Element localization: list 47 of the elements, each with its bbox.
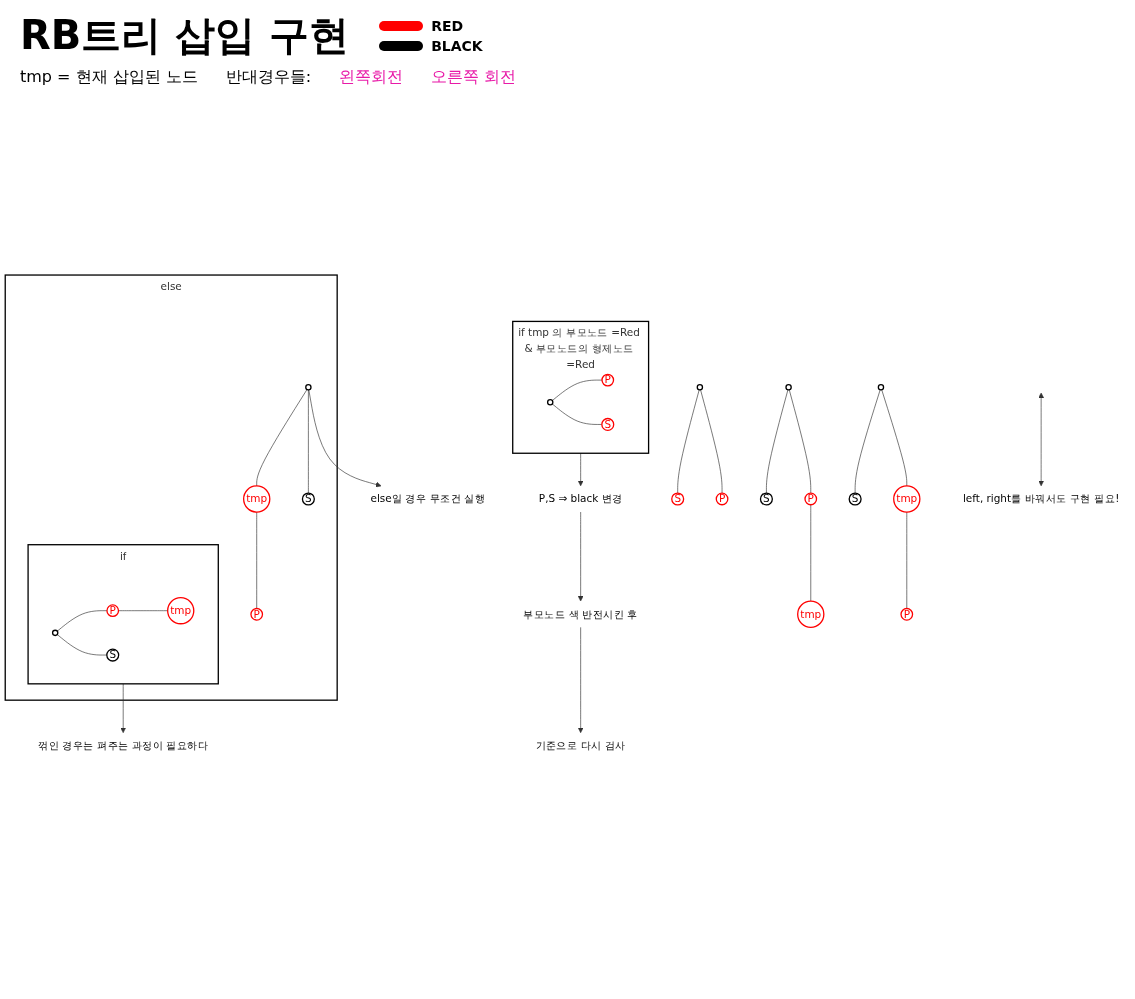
connector [551, 403, 603, 425]
node-circle: S [671, 492, 685, 506]
node-circle: P [715, 492, 729, 506]
node-circle: tmp [243, 485, 271, 513]
node-circle: S [106, 648, 120, 662]
node-circle: P [900, 607, 914, 621]
node-circle: S [601, 417, 615, 432]
connector [256, 389, 308, 487]
node-text: 부모노드 색 반전시킨 후 [523, 607, 638, 621]
note-text: 왼쪽회전 [339, 67, 404, 88]
note-text: 오른쪽 회전 [431, 67, 517, 88]
connector [308, 389, 309, 494]
legend-text: BLACK [431, 37, 483, 54]
legend-text: RED [431, 17, 464, 34]
connector [766, 389, 789, 494]
node-circle [785, 384, 792, 391]
node-circle [696, 384, 704, 391]
node-circle: tmp [893, 485, 921, 513]
node-text: left, right를 바꿔서도 구현 필요! [962, 492, 1120, 505]
node-text: P,S ⇒ black 변경 [538, 492, 623, 505]
note-text: tmp = 현재 삽입된 노드 [20, 67, 198, 88]
node-circle: P [106, 604, 120, 618]
node-circle: S [759, 492, 773, 506]
connector [854, 389, 881, 494]
title: RB트리 삽입 구현 [20, 11, 350, 60]
connector [551, 379, 603, 401]
connector [677, 389, 700, 494]
connector [881, 389, 908, 487]
node-circle: tmp [797, 600, 825, 628]
node-circle: S [301, 492, 315, 506]
node-circle [877, 384, 885, 391]
note-text: 반대경우들: [225, 67, 312, 88]
connector [56, 634, 108, 656]
node-text: 꺾인 경우는 펴주는 과정이 필요하다 [38, 739, 209, 752]
node-circle [51, 629, 59, 637]
node-text: else일 경우 무조건 실행 [370, 492, 486, 505]
node-circle [305, 384, 312, 391]
node-circle: P [601, 373, 615, 387]
connector [56, 610, 108, 632]
node-circle: S [848, 492, 862, 506]
connector [788, 389, 812, 494]
node-circle: P [250, 607, 264, 621]
node-circle: tmp [167, 596, 195, 625]
node-text: 기준으로 다시 검사 [535, 739, 626, 752]
connector [700, 389, 723, 494]
node-circle [546, 399, 554, 406]
node-circle: P [804, 492, 818, 506]
